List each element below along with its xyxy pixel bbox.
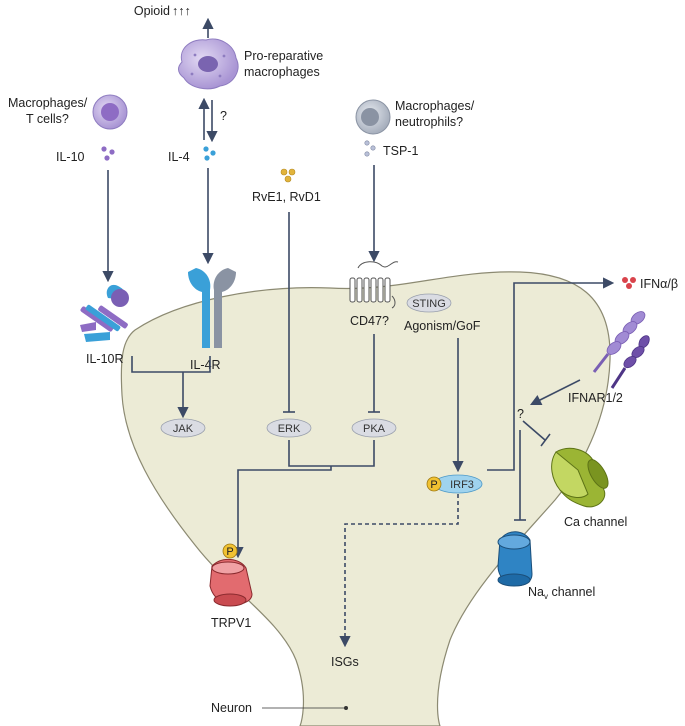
il4r-label: IL-4R bbox=[190, 358, 221, 372]
tsp1-molecules bbox=[364, 140, 376, 157]
receptors-to-jak-connector bbox=[131, 356, 211, 373]
jak-node bbox=[160, 418, 206, 438]
macro-neut-label-line2: neutrophils? bbox=[395, 115, 463, 129]
erk-pka-to-trpv1-arrow bbox=[232, 466, 332, 559]
il4-molecules bbox=[203, 146, 216, 161]
pka-node bbox=[351, 418, 397, 438]
agonism-label: Agonism/GoF bbox=[404, 319, 481, 333]
macro-neut-label-line1: Macrophages/ bbox=[395, 99, 475, 113]
nav-channel-label: Nav channel bbox=[528, 585, 595, 601]
cd47-label: CD47? bbox=[350, 314, 389, 328]
trpv1-channel-icon bbox=[209, 559, 253, 607]
ifn-label: IFNα/β bbox=[640, 277, 678, 291]
nav-rest-text: channel bbox=[548, 585, 595, 599]
neuron-label: Neuron bbox=[211, 701, 252, 715]
il4-receptor-icon bbox=[188, 268, 236, 348]
il10r-label: IL-10R bbox=[86, 352, 124, 366]
pro-reparative-label-line2: macrophages bbox=[244, 65, 320, 79]
cd47-receptor-icon bbox=[349, 261, 399, 309]
isgs-label: ISGs bbox=[331, 655, 359, 669]
ca-channel-icon bbox=[551, 447, 609, 508]
neuron-leader-dot bbox=[344, 706, 348, 710]
macro-t-label-line2: T cells? bbox=[26, 112, 69, 126]
resolvins-label: RvE1, RvD1 bbox=[252, 190, 321, 204]
sting-node bbox=[406, 293, 452, 313]
pka-label: PKA bbox=[363, 423, 386, 435]
question-mark-top: ? bbox=[220, 109, 227, 123]
macrophage-t-cell-icon bbox=[92, 94, 128, 130]
opioid-arrows: ↑↑↑ bbox=[172, 4, 191, 18]
ifnar-receptor-icon bbox=[592, 311, 650, 389]
nav-sub-text: v bbox=[544, 592, 548, 601]
ifnar-to-question-arrow bbox=[529, 379, 581, 406]
opioid-label: Opioid bbox=[134, 4, 170, 18]
nav-channel-icon bbox=[497, 531, 533, 587]
inhibit-ca-line bbox=[522, 420, 546, 441]
jak-label: JAK bbox=[173, 423, 194, 435]
tsp1-label: TSP-1 bbox=[383, 144, 418, 158]
erk-label: ERK bbox=[278, 423, 301, 435]
irf3-to-ifn-arrow bbox=[487, 277, 615, 471]
erk-node bbox=[266, 418, 312, 438]
trpv1-phospho-label: P bbox=[226, 546, 233, 558]
inhibit-ca-bar bbox=[540, 433, 551, 447]
irf3-to-isgs-arrow bbox=[339, 494, 459, 648]
macro-t-label-line1: Macrophages/ bbox=[8, 96, 88, 110]
il10-receptor-icon bbox=[80, 284, 129, 342]
neuron-body bbox=[120, 271, 611, 726]
macrophage-neutrophil-icon bbox=[355, 99, 391, 135]
resolvin-molecules bbox=[280, 168, 296, 183]
irf3-phospho bbox=[426, 476, 442, 492]
il10-label: IL-10 bbox=[56, 150, 85, 164]
ifnar-label: IFNAR1/2 bbox=[568, 391, 623, 405]
ca-channel-label: Ca channel bbox=[564, 515, 627, 529]
il4-label: IL-4 bbox=[168, 150, 190, 164]
trpv1-phospho bbox=[222, 543, 238, 559]
pro-reparative-macrophage-icon bbox=[178, 38, 239, 90]
question-mark-ifnar: ? bbox=[517, 407, 524, 421]
pro-reparative-label-line1: Pro-reparative bbox=[244, 49, 323, 63]
ifn-molecules bbox=[622, 277, 636, 289]
nav-main-text: Na bbox=[528, 585, 544, 599]
trpv1-label: TRPV1 bbox=[211, 616, 251, 630]
irf3-label: IRF3 bbox=[450, 479, 474, 491]
sting-label: STING bbox=[412, 298, 446, 310]
il10-molecules bbox=[101, 146, 115, 161]
irf3-phospho-label: P bbox=[430, 479, 437, 491]
